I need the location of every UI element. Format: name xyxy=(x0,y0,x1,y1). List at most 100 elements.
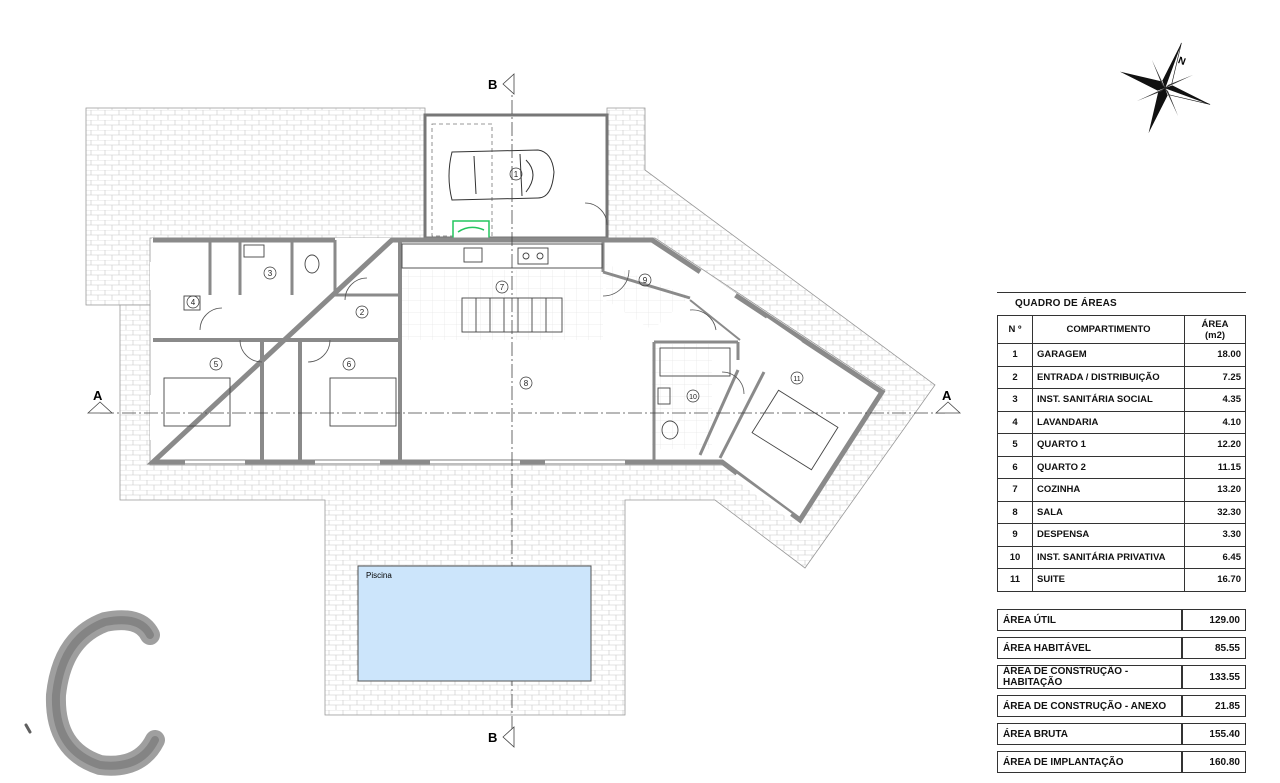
total-value: 85.55 xyxy=(1182,637,1246,659)
total-value: 129.00 xyxy=(1182,609,1246,631)
section-markers xyxy=(86,73,962,748)
room-number-cell: 6 xyxy=(997,455,1033,479)
windows xyxy=(150,262,802,519)
room-name-cell: SUITE xyxy=(1032,568,1185,592)
room-number-marker: 9 xyxy=(638,273,652,287)
room-number: 2 xyxy=(360,308,365,317)
pool: Piscina xyxy=(357,565,592,682)
room-number: 3 xyxy=(268,269,273,278)
room-number-cell: 3 xyxy=(997,388,1033,412)
room-name-cell: GARAGEM xyxy=(1032,343,1185,367)
total-value: 21.85 xyxy=(1182,695,1246,717)
room-number-marker: 4 xyxy=(186,295,200,309)
total-label: ÁREA DE CONSTRUÇÃO - ANEXO xyxy=(997,695,1182,717)
room-numbers: 1 2 3 4 5 6 7 8 9 10 11 xyxy=(186,167,804,403)
room-area-cell: 3.30 xyxy=(1184,523,1246,547)
room-number-marker: 8 xyxy=(519,376,533,390)
room-area-cell: 11.15 xyxy=(1184,455,1246,479)
table-top-rule xyxy=(997,292,1246,293)
room-name-cell: LAVANDARIA xyxy=(1032,410,1185,434)
section-mark-b-top: B xyxy=(488,77,497,92)
room-number: 9 xyxy=(643,276,648,285)
room-number: 6 xyxy=(347,360,352,369)
room-number: 8 xyxy=(524,379,529,388)
room-number-circle xyxy=(519,376,533,390)
room-number-marker: 10 xyxy=(686,389,700,403)
window-lines xyxy=(185,459,625,465)
room-number-cell: 10 xyxy=(997,545,1033,569)
section-mark-a-left: A xyxy=(93,388,103,403)
total-label: ÁREA ÚTIL xyxy=(997,609,1182,631)
room-number-circle xyxy=(495,280,509,294)
total-label: ÁREA HABITÁVEL xyxy=(997,637,1182,659)
room-area-cell: 32.30 xyxy=(1184,500,1246,524)
col-area: ÁREA(m2) xyxy=(1184,315,1246,344)
brush-mark xyxy=(24,610,165,776)
room-number-cell: 1 xyxy=(997,343,1033,367)
room-number-circle xyxy=(186,295,200,309)
pool-label: Piscina xyxy=(366,571,392,580)
doors xyxy=(199,269,745,395)
room-number-cell: 4 xyxy=(997,410,1033,434)
room-number-cell: 9 xyxy=(997,523,1033,547)
col-area-label: ÁREA xyxy=(1201,318,1229,330)
total-value: 160.80 xyxy=(1182,751,1246,773)
room-number: 7 xyxy=(500,283,505,292)
col-number: N º xyxy=(997,315,1033,344)
compass-north-label: N xyxy=(1176,55,1187,68)
room-number: 5 xyxy=(214,360,219,369)
areas-table-title: QUADRO DE ÁREAS xyxy=(1015,298,1117,309)
room-area-cell: 4.10 xyxy=(1184,410,1246,434)
car-icon xyxy=(448,149,555,201)
room-name-cell: SALA xyxy=(1032,500,1185,524)
room-name-cell: DESPENSA xyxy=(1032,523,1185,547)
room-name-cell: ENTRADA / DISTRIBUIÇÃO xyxy=(1032,365,1185,389)
room-number-cell: 2 xyxy=(997,365,1033,389)
walls xyxy=(146,237,886,524)
room-number-circle xyxy=(263,266,277,280)
garage xyxy=(423,113,609,240)
room-number-circle xyxy=(509,167,523,181)
room-number-marker: 11 xyxy=(790,371,804,385)
room-number-marker: 5 xyxy=(209,357,223,371)
total-label: ÁREA BRUTA xyxy=(997,723,1182,745)
room-number-circle xyxy=(686,389,700,403)
highlight-icon xyxy=(457,226,485,233)
total-label: ÁREA DE IMPLANTAÇÃO xyxy=(997,751,1182,773)
room-area-cell: 18.00 xyxy=(1184,343,1246,367)
section-mark-a-right: A xyxy=(942,388,952,403)
room-area-cell: 7.25 xyxy=(1184,365,1246,389)
room-area-cell: 6.45 xyxy=(1184,545,1246,569)
room-area-cell: 12.20 xyxy=(1184,433,1246,457)
room-number-circle xyxy=(638,273,652,287)
total-value: 155.40 xyxy=(1182,723,1246,745)
room-number: 11 xyxy=(793,376,800,383)
room-area-cell: 16.70 xyxy=(1184,568,1246,592)
room-name-cell: QUARTO 1 xyxy=(1032,433,1185,457)
room-number-marker: 6 xyxy=(342,357,356,371)
room-number-cell: 5 xyxy=(997,433,1033,457)
total-label: ÁREA DE CONSTRUÇÃO - HABITAÇÃO xyxy=(997,665,1182,689)
total-value: 133.55 xyxy=(1182,665,1246,689)
col-area-unit: (m2) xyxy=(1204,329,1226,341)
room-number-marker: 3 xyxy=(263,266,277,280)
room-number-marker: 7 xyxy=(495,280,509,294)
section-mark-b-bottom: B xyxy=(488,730,497,745)
room-number: 1 xyxy=(514,170,519,179)
compass-icon: N xyxy=(1119,42,1211,134)
